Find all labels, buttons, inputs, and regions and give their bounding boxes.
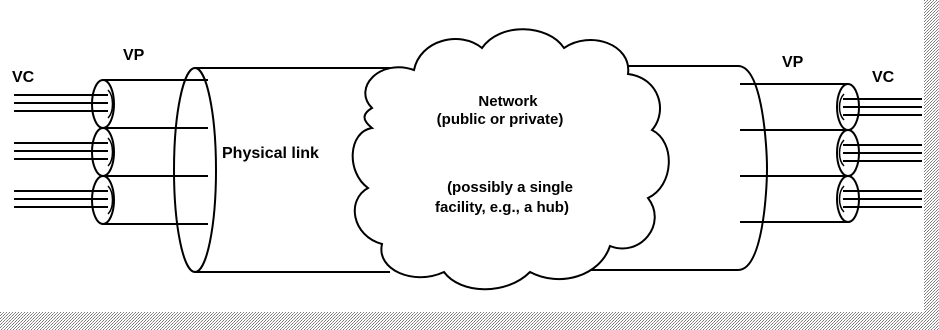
label-vp-left: VP — [123, 47, 145, 64]
network-cloud — [351, 28, 670, 291]
right-vp-tube-2 — [740, 129, 860, 177]
left-vp-tube-3 — [91, 175, 208, 225]
bottom-border-strip — [0, 312, 939, 330]
label-vc-right: VC — [872, 69, 895, 86]
label-vp-right: VP — [782, 54, 804, 71]
label-network-line1: Network — [478, 93, 538, 110]
right-vp-tube-3 — [740, 175, 860, 223]
right-vp-tubes — [740, 83, 860, 223]
right-border-strip — [924, 0, 939, 330]
left-vc-wires — [14, 94, 108, 208]
label-vc-left: VC — [12, 69, 35, 86]
label-possibly-line1: (possibly a single — [447, 179, 573, 196]
label-network-line2: (public or private) — [437, 111, 564, 128]
label-possibly-line2: facility, e.g., a hub) — [435, 199, 569, 216]
right-vc-wires — [843, 98, 922, 208]
left-physical-link-pipe — [173, 67, 390, 273]
label-physical-link: Physical link — [222, 145, 319, 162]
